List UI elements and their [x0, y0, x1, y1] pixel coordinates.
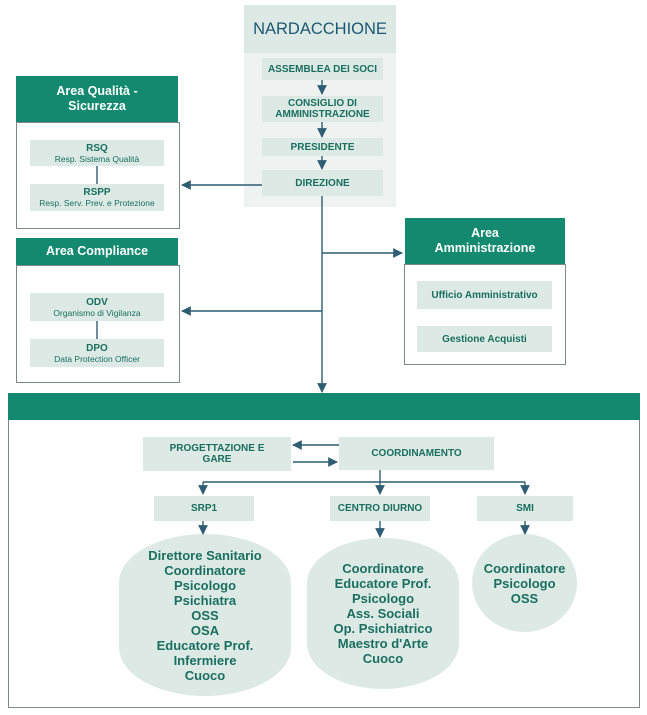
org-title: NARDACCHIONE	[244, 5, 396, 53]
staff-role: Coordinatore	[164, 562, 246, 578]
unit-srp1-box: SRP1	[154, 496, 254, 521]
dpo-box: DPO Data Protection Officer	[30, 339, 164, 367]
rsq-name: RSQ	[86, 142, 108, 154]
unit-smi-box: SMI	[477, 496, 573, 521]
staff-role: Educatore Prof.	[156, 637, 254, 653]
area-compliance-header: Area Compliance	[16, 238, 178, 265]
staff-role: OSS	[510, 590, 539, 606]
staff-role: Maestro d'Arte	[337, 636, 429, 651]
ufficio-amministrativo-box: Ufficio Amministrativo	[417, 281, 552, 309]
staff-role: Cuoco	[184, 667, 226, 683]
staff-role: Cuoco	[362, 651, 404, 666]
dpo-desc: Data Protection Officer	[54, 353, 140, 364]
coordinamento-box: COORDINAMENTO	[339, 437, 494, 470]
progettazione-box: PROGETTAZIONE E GARE	[143, 437, 291, 471]
staff-role: Psichiatra	[173, 592, 237, 608]
staff-role: Infermiere	[173, 652, 237, 668]
odv-name: ODV	[86, 296, 108, 308]
rspp-box: RSPP Resp. Serv. Prev. e Protezione	[30, 184, 164, 211]
area-qualita-header: Area Qualità - Sicurezza	[16, 76, 178, 122]
odv-box: ODV Organismo di Vigilanza	[30, 293, 164, 321]
area-qualita-frame	[16, 122, 180, 229]
rsq-box: RSQ Resp. Sistema Qualità	[30, 140, 164, 166]
rspp-name: RSPP	[83, 187, 111, 198]
staff-role: Ass. Sociali	[346, 606, 420, 621]
staff-role: Psicologo	[173, 577, 237, 593]
staff-role: Educatore Prof.	[334, 576, 432, 591]
odv-desc: Organismo di Vigilanza	[53, 307, 141, 318]
assemblea-box: ASSEMBLEA DEI SOCI	[262, 58, 383, 80]
staff-role: OSS	[191, 607, 219, 623]
direzione-box: DIREZIONE	[262, 170, 383, 196]
operativo-header-bar	[8, 393, 640, 420]
unit-centro-diurno-box: CENTRO DIURNO	[330, 496, 430, 521]
consiglio-box: CONSIGLIO DI AMMINISTRAZIONE	[262, 96, 383, 122]
staff-role: Coordinatore	[342, 561, 424, 576]
staff-role: Op. Psichiatrico	[333, 621, 433, 636]
staff-role: Psicologo	[351, 591, 415, 606]
staff-role: Coordinatore	[483, 560, 566, 576]
rspp-desc: Resp. Serv. Prev. e Protezione	[39, 198, 155, 208]
rsq-desc: Resp. Sistema Qualità	[54, 153, 140, 164]
dpo-name: DPO	[86, 342, 108, 354]
gestione-acquisti-box: Gestione Acquisti	[417, 326, 552, 352]
presidente-box: PRESIDENTE	[262, 138, 383, 156]
staff-role: OSA	[190, 622, 220, 638]
staff-role: Direttore Sanitario	[148, 547, 262, 563]
staff-role: Psicologo	[493, 575, 556, 591]
area-amministrazione-header: Area Amministrazione	[405, 218, 565, 264]
